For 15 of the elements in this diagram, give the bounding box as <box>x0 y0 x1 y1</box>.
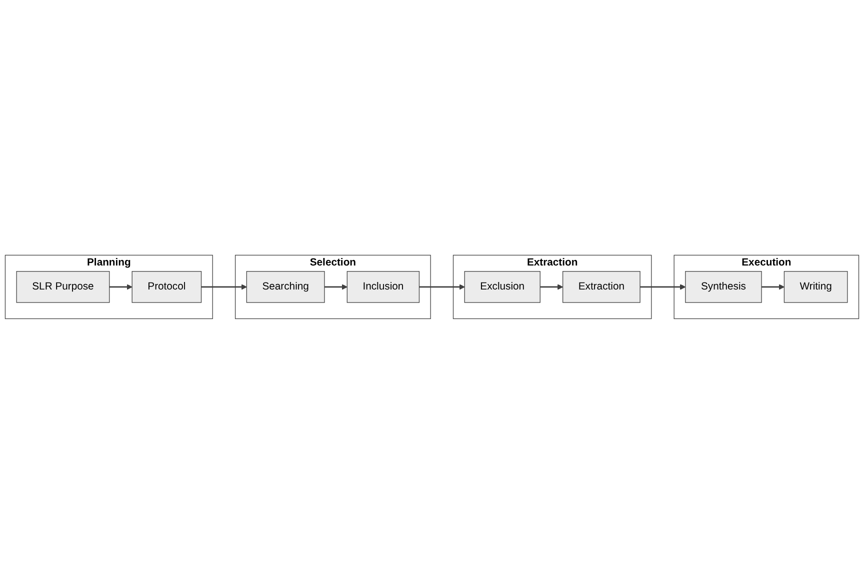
node-box: Protocol <box>132 271 202 303</box>
arrow <box>640 284 686 290</box>
node-box: Searching <box>246 271 325 303</box>
arrow <box>324 284 348 290</box>
node-box: Inclusion <box>346 271 420 303</box>
arrow <box>419 284 465 290</box>
node-box: Writing <box>784 271 848 303</box>
node-box: Synthesis <box>685 271 762 303</box>
node-box: SLR Purpose <box>16 271 110 303</box>
node-box: Exclusion <box>464 271 540 303</box>
node-box: Extraction <box>562 271 640 303</box>
arrow <box>109 284 132 290</box>
arrow <box>762 284 784 290</box>
arrow <box>201 284 247 290</box>
arrow <box>540 284 564 290</box>
